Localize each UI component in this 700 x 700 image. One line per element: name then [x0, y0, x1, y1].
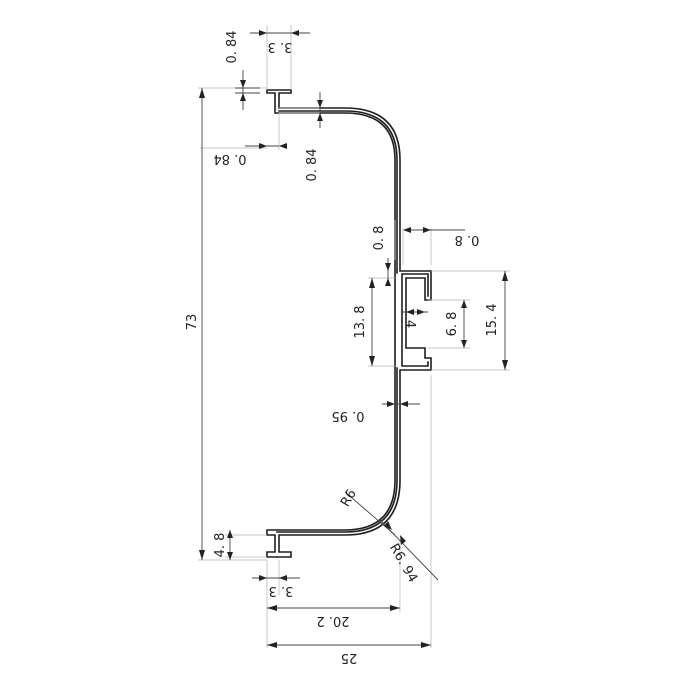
- dim-top-lip-width: 3. 3: [268, 39, 293, 54]
- dim-top-lip-offset: 0. 84: [213, 151, 246, 166]
- dim-slot-depth: 4: [402, 320, 417, 328]
- profile-outline: [266, 89, 432, 558]
- dim-bottom-lip-width: 3. 3: [269, 583, 294, 598]
- arrowheads: [199, 30, 508, 648]
- extension-lines: [198, 25, 510, 648]
- dim-bottom-foot-height: 4. 8: [213, 533, 228, 558]
- dim-top-flange-height: 0. 84: [225, 30, 240, 63]
- dim-web-thickness: 0. 95: [331, 408, 364, 423]
- dim-slot-inner-height: 13. 8: [353, 305, 368, 338]
- dim-inner-radius: R6: [338, 487, 360, 509]
- profile-inner-web: [278, 110, 398, 274]
- profile-inner-web-lower: [276, 367, 398, 533]
- dim-overall-width: 25: [341, 650, 358, 665]
- dim-outer-radius: R6. 94: [386, 541, 420, 585]
- dim-bottom-width: 20. 2: [316, 613, 349, 628]
- dim-slot-top-wall: 0. 8: [455, 232, 480, 247]
- dim-slot-wall-thickness: 0. 8: [372, 226, 387, 251]
- profile-outer-contour: [266, 89, 432, 558]
- dim-overall-height: 73: [185, 314, 200, 331]
- dim-top-web-thickness: 0. 84: [305, 148, 320, 181]
- slot-inner: [401, 273, 429, 367]
- dim-slot-opening: 6. 8: [445, 312, 460, 337]
- dim-slot-outer-height: 15. 4: [485, 303, 500, 336]
